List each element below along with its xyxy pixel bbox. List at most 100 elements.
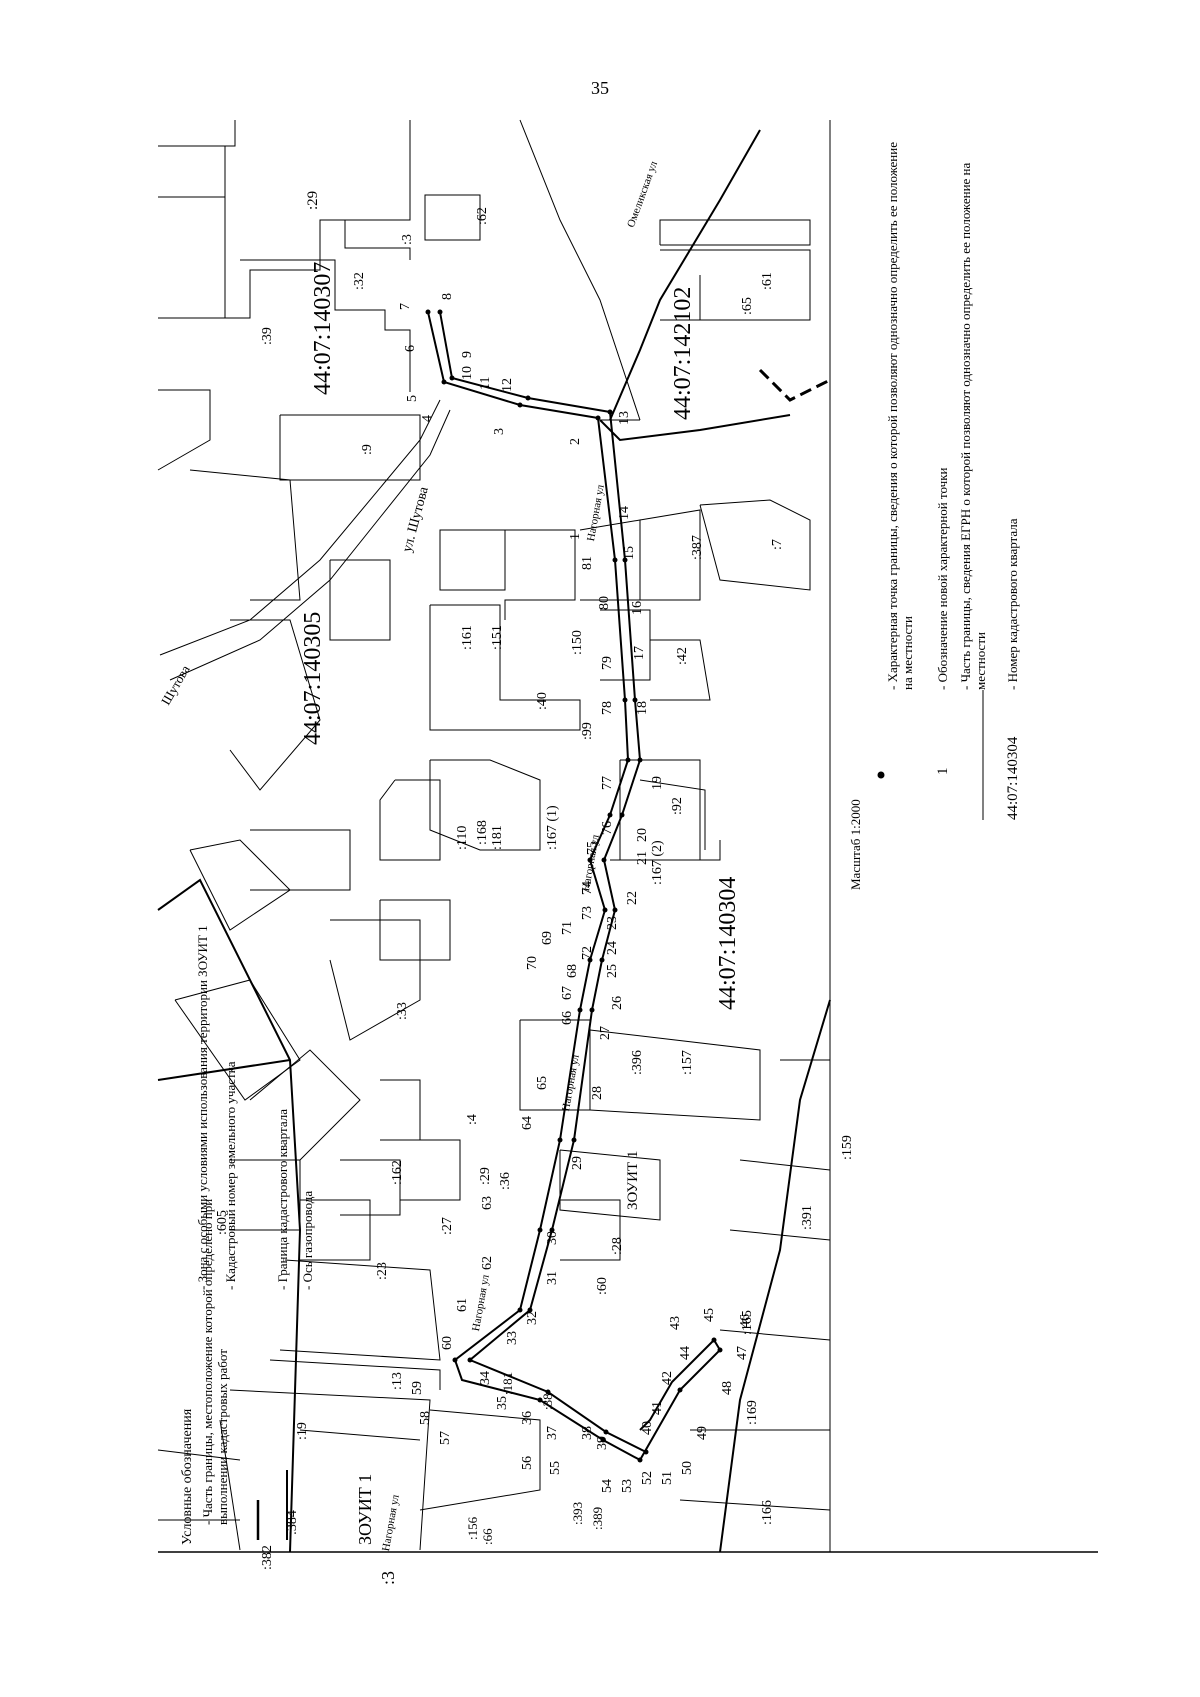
- point-number: 26: [610, 996, 625, 1010]
- point-number: 49: [695, 1426, 710, 1440]
- parcel-label: :65: [740, 297, 755, 315]
- streets: [159, 119, 641, 681]
- point-number: 77: [600, 776, 615, 790]
- point-number: 47: [735, 1346, 750, 1360]
- parcel-outlines: [157, 120, 831, 1551]
- parcel-label: :40: [535, 692, 550, 710]
- parcel-label: :28: [610, 1237, 625, 1255]
- parcel-label: :29: [478, 1167, 493, 1185]
- parcel-label: :7: [770, 539, 785, 550]
- parcel-label: :36: [498, 1172, 513, 1190]
- zone-zouit-1: [427, 311, 722, 1462]
- parcel-label: :32: [352, 272, 367, 290]
- parcel-label: :387: [690, 535, 705, 560]
- point-number: 66: [560, 1011, 575, 1025]
- point-number: 41: [650, 1401, 665, 1415]
- legend-parcel-symbol: :3: [378, 1570, 398, 1585]
- point-number: 16: [630, 601, 645, 615]
- point-number: 12: [500, 378, 515, 392]
- point-number: 53: [620, 1479, 635, 1493]
- point-number: 1: [568, 533, 583, 540]
- point-number: 10: [460, 366, 475, 380]
- legend-new-point-text: - Обозначение новой характерной точки: [935, 467, 950, 691]
- parcel-label: :161: [460, 625, 475, 650]
- gas-pipeline-axis: [758, 368, 831, 402]
- point-number: 81: [580, 556, 595, 570]
- point-number: 52: [640, 1471, 655, 1485]
- point-number: 59: [410, 1381, 425, 1395]
- point-number: 24: [605, 941, 620, 955]
- page-number: 35: [591, 78, 609, 98]
- point-number: 62: [480, 1256, 495, 1270]
- parcel-label: :181: [490, 825, 505, 850]
- point-number: 30: [545, 1231, 560, 1245]
- parcel-label: :167 (1): [545, 805, 560, 850]
- legend-zone-symbol: ЗОУИТ 1: [355, 1473, 375, 1545]
- parcel-label: :4: [465, 1114, 480, 1125]
- point-number: 64: [520, 1116, 535, 1130]
- point-number: 51: [660, 1471, 675, 1485]
- parcel-label: :150: [570, 630, 585, 655]
- parcel-label: :181: [500, 1371, 515, 1395]
- parcel-label: :159: [840, 1135, 855, 1160]
- point-number: 57: [438, 1431, 453, 1445]
- point-number: 70: [525, 956, 540, 970]
- point-number: 9: [460, 351, 475, 358]
- point-number: 48: [720, 1381, 735, 1395]
- parcel-label: :9: [360, 444, 375, 455]
- point-number: 5: [405, 395, 420, 402]
- parcel-label: :61: [760, 272, 775, 290]
- parcel-label: :393: [570, 1501, 585, 1525]
- point-number: 55: [548, 1461, 563, 1475]
- point-number: 20: [635, 828, 650, 842]
- point-number: 44: [678, 1346, 693, 1360]
- point-number: 56: [520, 1456, 535, 1470]
- point-number: 6: [403, 345, 418, 352]
- point-number: 71: [560, 921, 575, 935]
- parcel-label: :168: [475, 820, 490, 845]
- parcel-label: :62: [475, 207, 490, 225]
- parcel-label: :382: [260, 1545, 275, 1570]
- point-number: 80: [597, 596, 612, 610]
- legend-char-point-text: - Характерная точка границы, сведения о …: [885, 142, 915, 690]
- parcel-label: :391: [800, 1205, 815, 1230]
- legend-quarter-boundary-text: - Граница кадастрового квартала: [275, 1109, 290, 1290]
- point-number: 78: [600, 701, 615, 715]
- point-number: 75: [585, 841, 600, 855]
- quarter-boundaries: [157, 129, 831, 1553]
- quarter-number-140304: 44:07:140304: [715, 876, 741, 1010]
- point-number: 43: [668, 1316, 683, 1330]
- point-number: 58: [418, 1411, 433, 1425]
- point-number: 45: [702, 1308, 717, 1322]
- point-number: 63: [480, 1196, 495, 1210]
- point-number: 21: [635, 851, 650, 865]
- parcel-label: :156: [465, 1516, 480, 1540]
- point-number: 19: [650, 776, 665, 790]
- point-number: 38: [580, 1426, 595, 1440]
- parcel-label: :169: [745, 1400, 760, 1425]
- parcel-label: :42: [675, 647, 690, 665]
- legend-graphics: [256, 690, 984, 1540]
- point-number: 33: [505, 1331, 520, 1345]
- point-number: 60: [440, 1336, 455, 1350]
- parcel-label: :38: [540, 1393, 555, 1410]
- point-number: 11: [478, 376, 493, 390]
- legend-title: Условные обозначения: [180, 1408, 195, 1545]
- parcel-label: :389: [590, 1506, 605, 1530]
- parcel-label: :19: [295, 1422, 310, 1440]
- boundary-points: [425, 309, 723, 1463]
- point-number: 18: [635, 701, 650, 715]
- parcel-label: :66: [480, 1528, 495, 1545]
- point-number: 23: [605, 916, 620, 930]
- parcel-label: :151: [490, 625, 505, 650]
- parcel-label: :384: [285, 1510, 300, 1535]
- parcel-label: :92: [670, 797, 685, 815]
- point-number: 39: [595, 1436, 610, 1450]
- point-number: 73: [580, 906, 595, 920]
- point-number: 54: [600, 1479, 615, 1493]
- parcel-label: :29: [305, 190, 321, 210]
- point-number: 68: [565, 964, 580, 978]
- point-number: 46: [738, 1314, 753, 1328]
